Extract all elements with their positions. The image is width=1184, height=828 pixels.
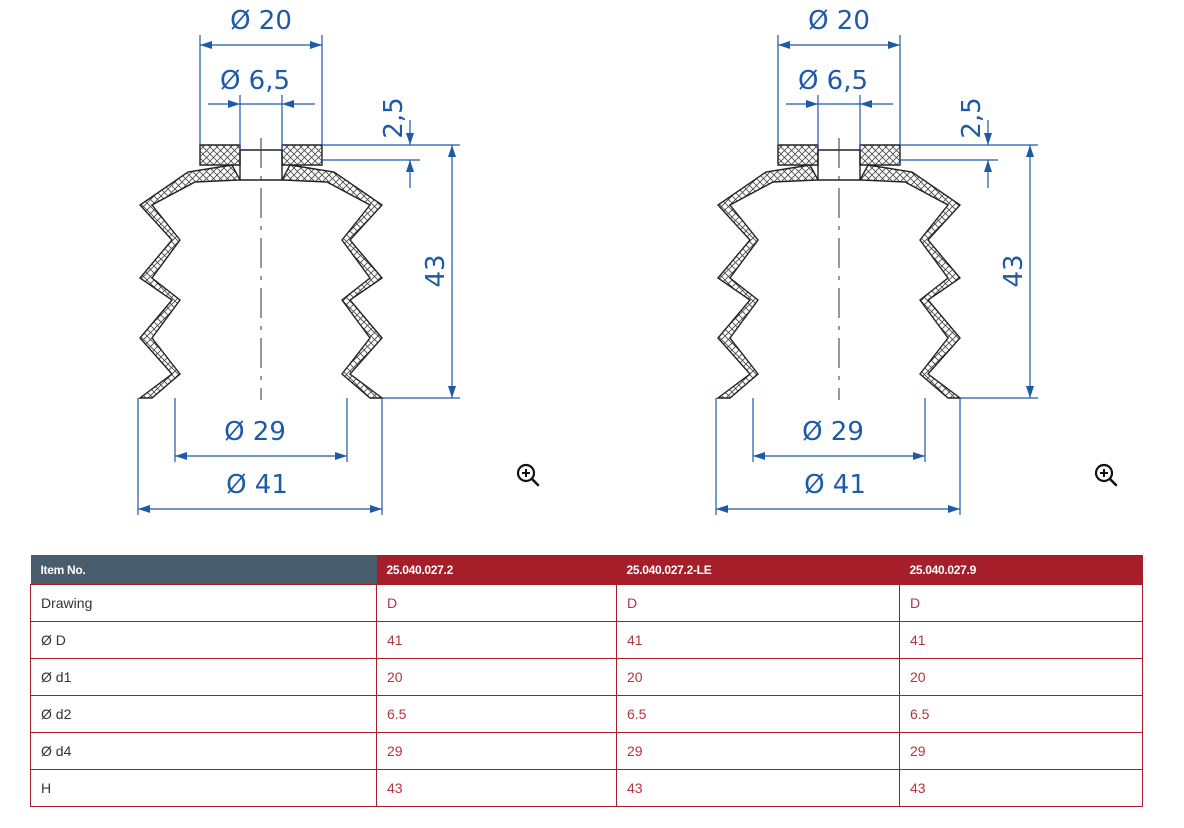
header-item-no: Item No. bbox=[30, 555, 377, 585]
dim-flange-thickness: 2,5 bbox=[379, 97, 409, 138]
row-value: 29 bbox=[899, 732, 1143, 770]
dim-outer-bottom: Ø 41 bbox=[226, 470, 288, 500]
bellows-wall-right bbox=[280, 164, 385, 399]
technical-drawing-right: Ø 20 Ø 6,5 2,5 43 Ø 29 Ø 41 bbox=[578, 0, 1098, 530]
table-row: Drawing D D D bbox=[30, 584, 1143, 622]
bellows-wall-right bbox=[858, 164, 963, 399]
dim-outer-top: Ø 20 bbox=[808, 6, 870, 36]
row-value: 20 bbox=[899, 658, 1143, 696]
zoom-in-icon[interactable] bbox=[515, 462, 541, 488]
row-value: 41 bbox=[899, 621, 1143, 659]
dim-outer-top: Ø 20 bbox=[230, 6, 292, 36]
header-item-3: 25.040.027.9 bbox=[899, 555, 1143, 585]
row-label: Drawing bbox=[30, 584, 377, 622]
row-label: Ø d4 bbox=[30, 732, 377, 770]
dim-outer-bottom: Ø 41 bbox=[804, 470, 866, 500]
dim-bore: Ø 6,5 bbox=[220, 66, 290, 96]
row-value: 41 bbox=[616, 621, 900, 659]
table-row: Ø d4 29 29 29 bbox=[30, 732, 1143, 770]
drawing-svg: Ø 20 Ø 6,5 2,5 43 Ø 29 Ø 41 bbox=[715, 6, 1038, 515]
dim-inner-bottom: Ø 29 bbox=[224, 417, 286, 447]
dimension-lines bbox=[715, 35, 1038, 515]
row-value: 41 bbox=[376, 621, 617, 659]
table-header-row: Item No. 25.040.027.2 25.040.027.2-LE 25… bbox=[30, 555, 1143, 585]
header-item-2: 25.040.027.2-LE bbox=[616, 555, 900, 585]
dim-bore: Ø 6,5 bbox=[798, 66, 868, 96]
table-row: Ø d2 6.5 6.5 6.5 bbox=[30, 695, 1143, 733]
header-item-1: 25.040.027.2 bbox=[376, 555, 617, 585]
row-value: 29 bbox=[376, 732, 617, 770]
dim-inner-bottom: Ø 29 bbox=[802, 417, 864, 447]
row-value: 6.5 bbox=[376, 695, 617, 733]
row-label: H bbox=[30, 769, 377, 807]
dim-flange-thickness: 2,5 bbox=[957, 97, 987, 138]
row-value: 6.5 bbox=[899, 695, 1143, 733]
row-value: 20 bbox=[616, 658, 900, 696]
row-value: 6.5 bbox=[616, 695, 900, 733]
zoom-in-icon[interactable] bbox=[1093, 462, 1119, 488]
table-row: H 43 43 43 bbox=[30, 769, 1143, 807]
bellows-wall-left bbox=[137, 164, 242, 399]
row-value: 43 bbox=[376, 769, 617, 807]
dimension-lines bbox=[137, 35, 460, 515]
row-value: D bbox=[376, 584, 617, 622]
dim-height: 43 bbox=[999, 254, 1029, 287]
row-value: D bbox=[899, 584, 1143, 622]
technical-drawing-left: Ø 20 Ø 6,5 2,5 43 Ø 29 Ø 41 bbox=[0, 0, 520, 530]
row-label: Ø d1 bbox=[30, 658, 377, 696]
bellows-wall-left bbox=[715, 164, 820, 399]
row-label: Ø d2 bbox=[30, 695, 377, 733]
table-row: Ø D 41 41 41 bbox=[30, 621, 1143, 659]
specs-table: Item No. 25.040.027.2 25.040.027.2-LE 25… bbox=[30, 555, 1143, 807]
dimension-arrows bbox=[716, 41, 1034, 513]
table-row: Ø d1 20 20 20 bbox=[30, 658, 1143, 696]
row-value: D bbox=[616, 584, 900, 622]
dim-height: 43 bbox=[421, 254, 451, 287]
row-value: 29 bbox=[616, 732, 900, 770]
drawing-svg: Ø 20 Ø 6,5 2,5 43 Ø 29 Ø 41 bbox=[137, 6, 460, 515]
dimension-arrows bbox=[138, 41, 456, 513]
row-value: 43 bbox=[899, 769, 1143, 807]
row-value: 20 bbox=[376, 658, 617, 696]
row-label: Ø D bbox=[30, 621, 377, 659]
row-value: 43 bbox=[616, 769, 900, 807]
